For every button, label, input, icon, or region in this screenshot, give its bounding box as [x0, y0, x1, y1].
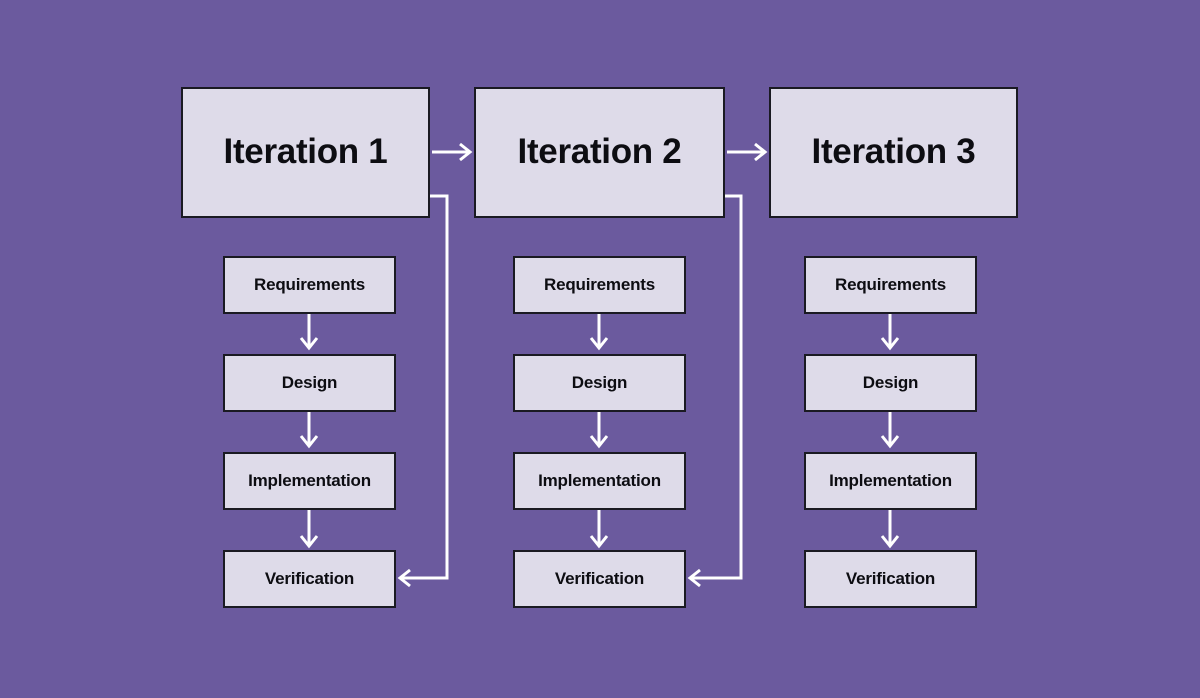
- phase-box-iteration3-implementation[interactable]: Implementation: [804, 452, 977, 510]
- feedback-loop-iteration2: [687, 194, 743, 588]
- phase-box-iteration1-implementation[interactable]: Implementation: [223, 452, 396, 510]
- phase-label: Implementation: [829, 470, 952, 490]
- phase-box-iteration3-verification[interactable]: Verification: [804, 550, 977, 608]
- phase-box-iteration1-verification[interactable]: Verification: [223, 550, 396, 608]
- feedback-loop-iteration1: [397, 194, 449, 588]
- phase-box-iteration1-requirements[interactable]: Requirements: [223, 256, 396, 314]
- phase-box-iteration2-verification[interactable]: Verification: [513, 550, 686, 608]
- phase-label: Requirements: [254, 274, 365, 294]
- iteration-box-1[interactable]: Iteration 1: [181, 87, 430, 218]
- arrow-col2-implementation-to-verification: [589, 510, 609, 549]
- phase-label: Implementation: [248, 470, 371, 490]
- phase-label: Design: [862, 372, 919, 392]
- arrow-col2-requirements-to-design: [589, 314, 609, 351]
- phase-label: Requirements: [835, 274, 946, 294]
- phase-label: Design: [281, 372, 338, 392]
- phase-box-iteration1-design[interactable]: Design: [223, 354, 396, 412]
- phase-label: Verification: [554, 568, 645, 588]
- arrow-col1-implementation-to-verification: [299, 510, 319, 549]
- phase-box-iteration2-requirements[interactable]: Requirements: [513, 256, 686, 314]
- arrow-col3-requirements-to-design: [880, 314, 900, 351]
- arrow-col3-implementation-to-verification: [880, 510, 900, 549]
- iteration-box-2-label: Iteration 2: [517, 132, 682, 172]
- phase-box-iteration2-implementation[interactable]: Implementation: [513, 452, 686, 510]
- arrow-col3-design-to-implementation: [880, 412, 900, 449]
- arrow-col1-design-to-implementation: [299, 412, 319, 449]
- phase-box-iteration3-design[interactable]: Design: [804, 354, 977, 412]
- phase-box-iteration3-requirements[interactable]: Requirements: [804, 256, 977, 314]
- arrow-iteration1-to-iteration2: [432, 142, 473, 162]
- phase-label: Implementation: [538, 470, 661, 490]
- phase-label: Verification: [845, 568, 936, 588]
- phase-label: Verification: [264, 568, 355, 588]
- iteration-box-3-label: Iteration 3: [811, 132, 976, 172]
- iteration-box-3[interactable]: Iteration 3: [769, 87, 1018, 218]
- phase-label: Requirements: [544, 274, 655, 294]
- phase-box-iteration2-design[interactable]: Design: [513, 354, 686, 412]
- iteration-box-1-label: Iteration 1: [223, 132, 388, 172]
- iteration-box-2[interactable]: Iteration 2: [474, 87, 725, 218]
- arrow-iteration2-to-iteration3: [727, 142, 768, 162]
- phase-label: Design: [571, 372, 628, 392]
- arrow-col2-design-to-implementation: [589, 412, 609, 449]
- arrow-col1-requirements-to-design: [299, 314, 319, 351]
